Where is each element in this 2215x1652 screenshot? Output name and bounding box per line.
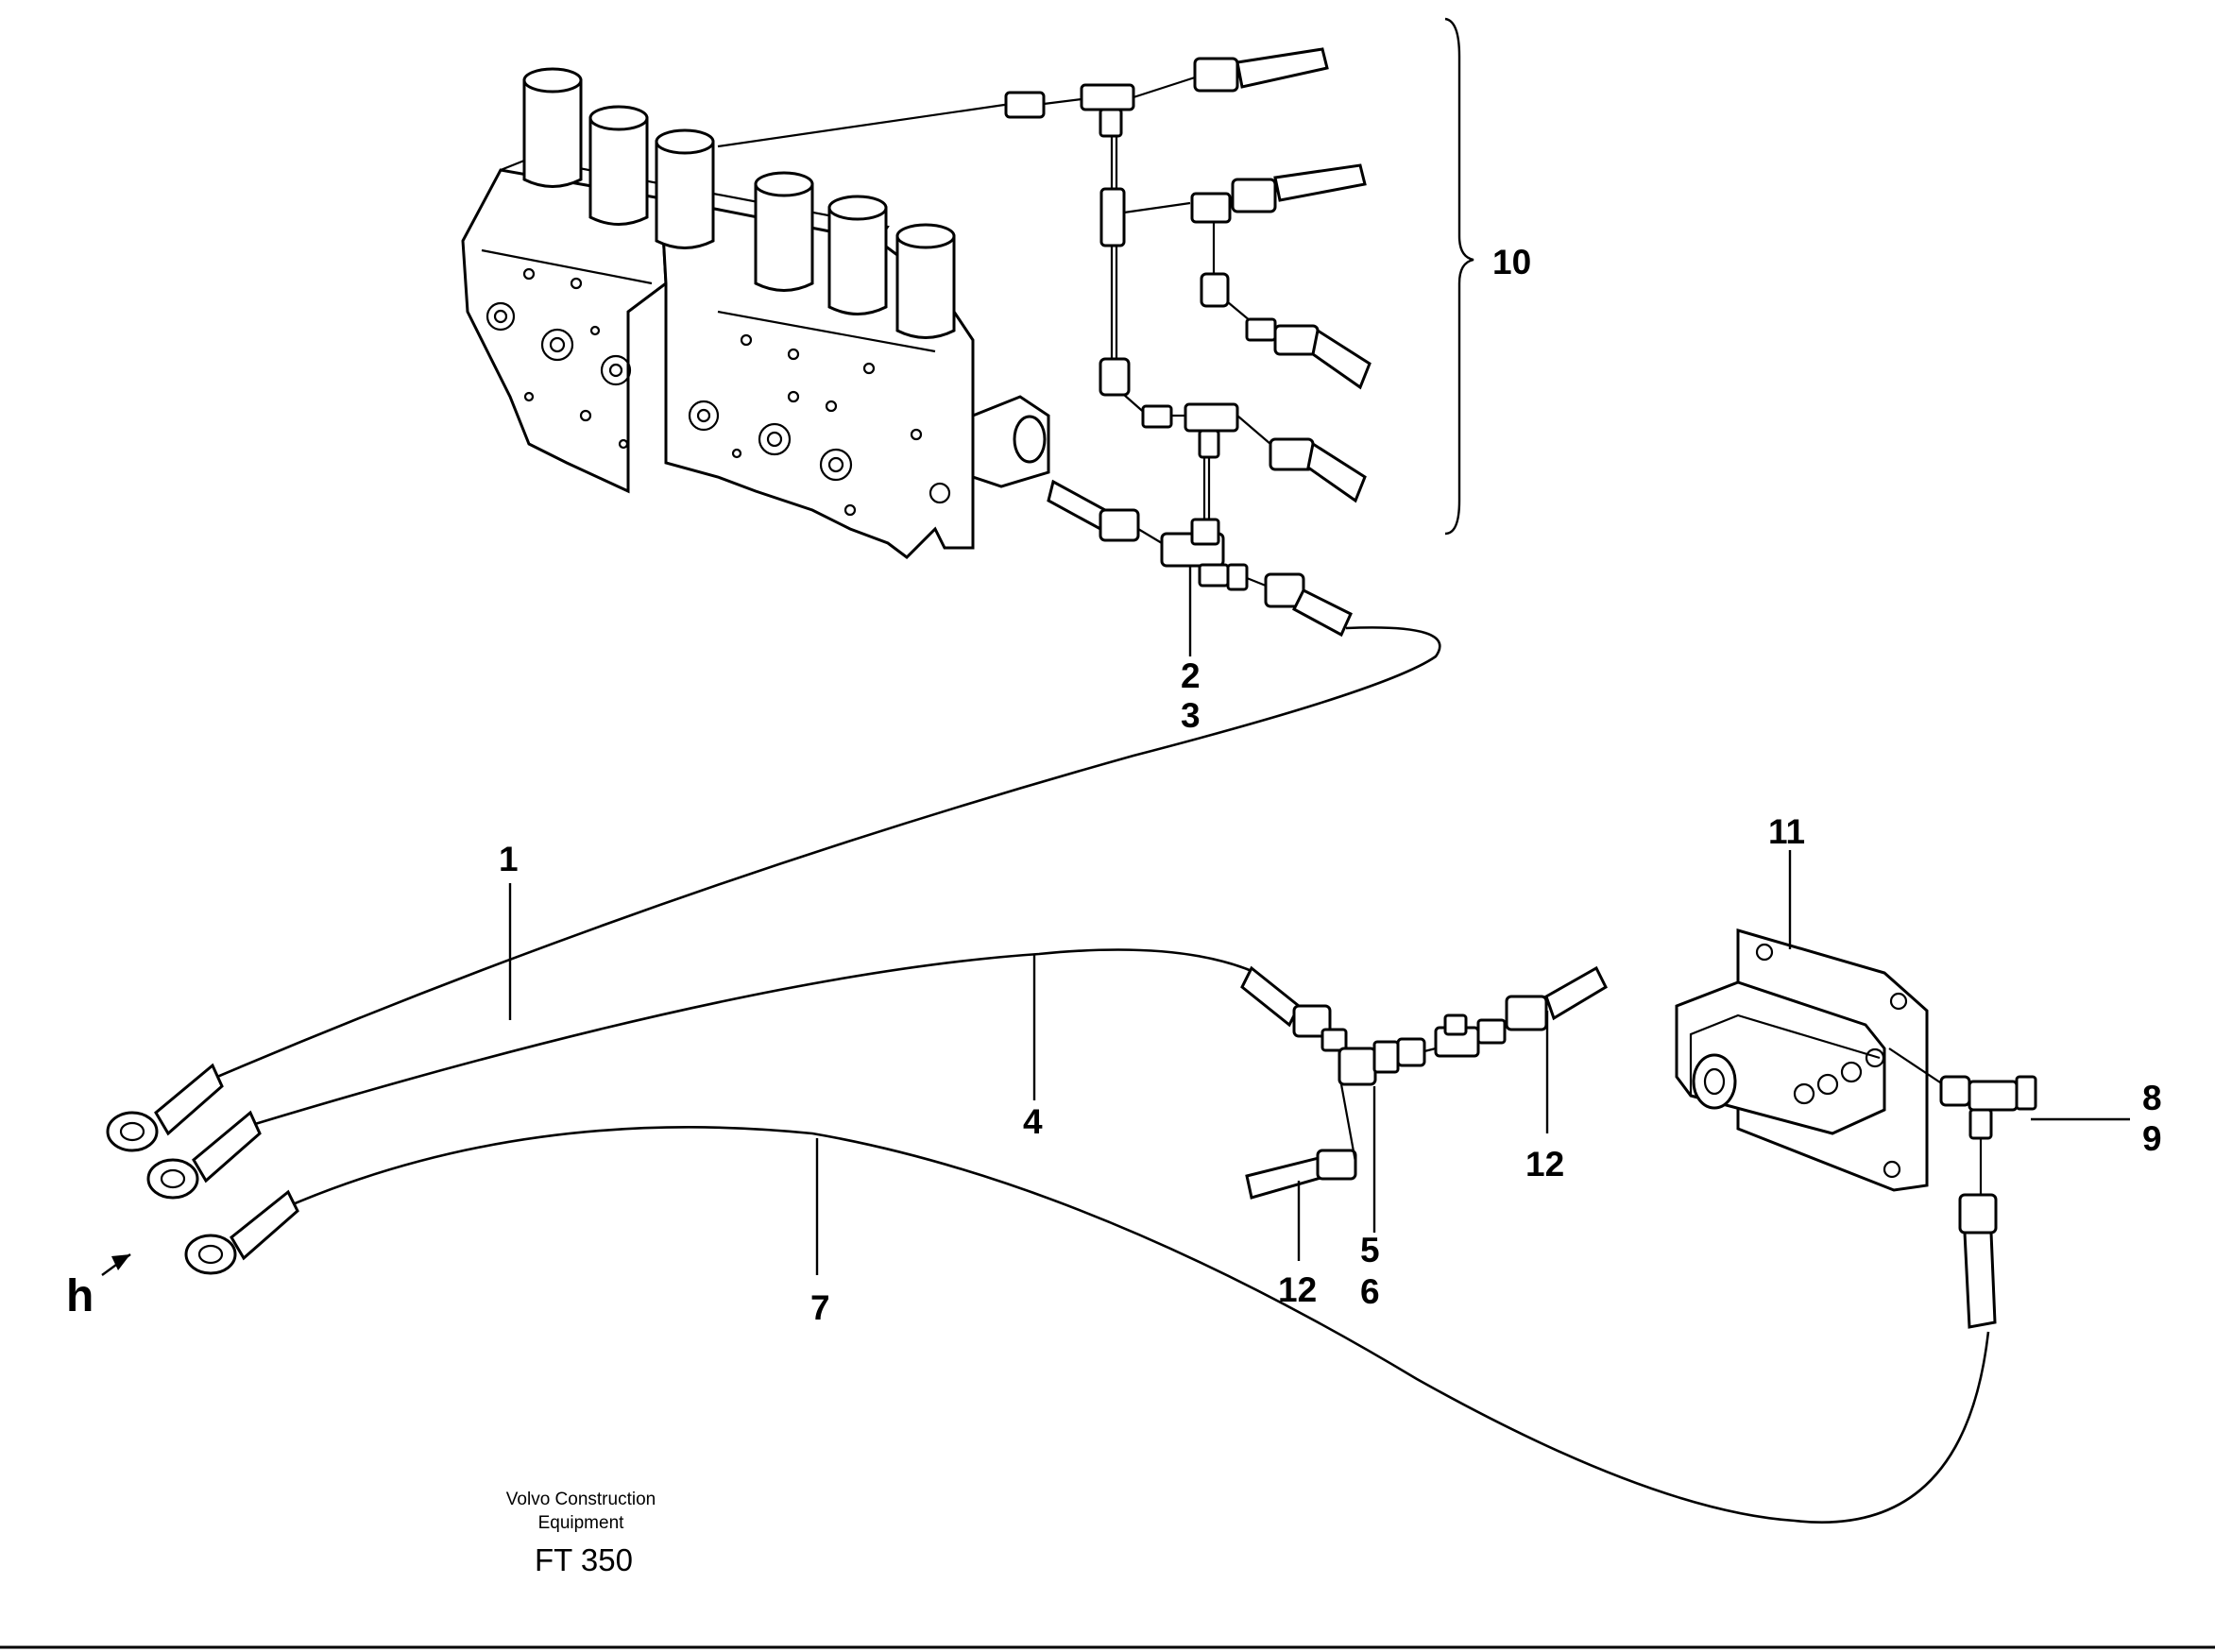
label-item-12-left: 12: [1278, 1270, 1317, 1309]
label-item-3: 3: [1181, 696, 1201, 735]
label-view-h: h: [66, 1271, 94, 1321]
label-item-11: 11: [1768, 812, 1805, 851]
figure-code: FT 350: [535, 1542, 633, 1577]
label-item-12-right: 12: [1525, 1145, 1564, 1184]
credit-line-2: Equipment: [538, 1513, 625, 1533]
label-item-2: 2: [1181, 656, 1201, 695]
label-item-10: 10: [1492, 243, 1531, 281]
control-valve-block: [461, 67, 1050, 559]
pilot-line-assembly: [717, 47, 1372, 519]
item-labels: 10 2 3 1 4 7 5 6 12 12 11 8 9 h: [66, 243, 2162, 1327]
label-item-1: 1: [499, 840, 519, 878]
pressure-switch-housing: [1675, 928, 1929, 1192]
label-item-8: 8: [2142, 1079, 2162, 1117]
credit-line-1: Volvo Construction: [506, 1490, 656, 1509]
footer-credit: Volvo Construction Equipment FT 350: [506, 1490, 656, 1577]
label-item-4: 4: [1023, 1102, 1043, 1141]
tee-fitting-2-3: [1047, 479, 1353, 638]
center-tee-assembly: [1240, 965, 1608, 1200]
label-item-9: 9: [2142, 1119, 2162, 1158]
label-item-5: 5: [1360, 1231, 1380, 1269]
brace-10: [1444, 17, 1474, 536]
view-arrow-head: [111, 1254, 130, 1270]
tee-fitting-8-9: [1888, 1047, 2037, 1329]
hoses: [106, 626, 1990, 1524]
label-item-6: 6: [1360, 1272, 1380, 1311]
label-item-7: 7: [810, 1288, 830, 1327]
solenoid-coils: [522, 67, 956, 339]
leader-lines: [101, 567, 2130, 1276]
